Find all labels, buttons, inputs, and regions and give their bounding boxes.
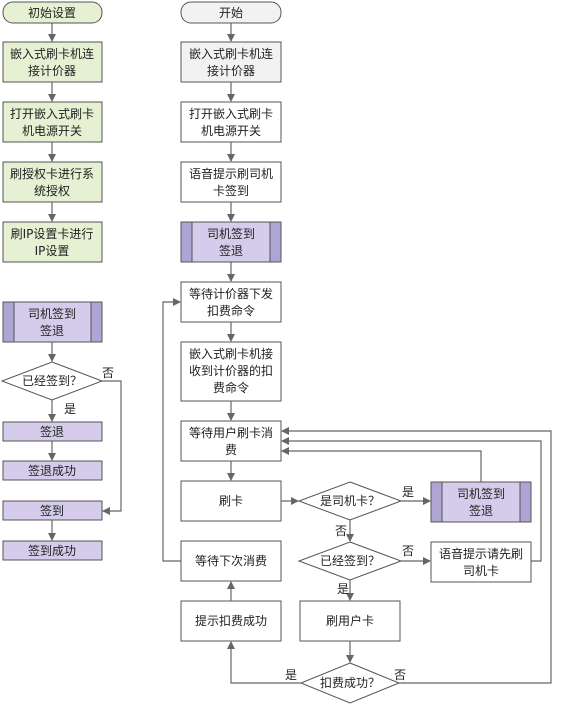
main-step-7-box (180, 420, 282, 462)
edge-deduct-no (281, 427, 552, 684)
main-wait-next-label: 等待下次消费 (195, 554, 267, 568)
main-step-6-box (180, 341, 282, 402)
main-step-2-line1: 打开嵌入式刷卡 (189, 107, 273, 121)
main-start-label: 开始 (219, 6, 243, 20)
driver-sign-bar-left (430, 481, 443, 523)
swipe-user-box (299, 600, 401, 642)
signed-in-label: 已经签到？ (320, 553, 380, 568)
edge-deduct-yes (227, 641, 301, 684)
voice-driver-line2: 司机卡 (463, 564, 499, 578)
main-step-7-line1: 等待用户刷卡消 (189, 425, 273, 440)
main-step-5-box (180, 281, 282, 323)
left-step-1-line2: 接计价器 (28, 63, 76, 78)
edge-driversign-to-wait (281, 447, 482, 482)
main-step-3-box (180, 161, 282, 203)
deduct-yes-label: 是 (285, 668, 297, 682)
main-step-4-bar-right (269, 221, 282, 263)
main-step-2-line2: 机电源开关 (201, 124, 261, 138)
main-wait-next-box (180, 540, 282, 582)
driver-sign-line2: 签退 (469, 503, 493, 518)
left-step-2-line1: 打开嵌入式刷卡 (10, 107, 94, 121)
left-setup-flow: 初始设置 嵌入式刷卡机连 接计价器 打开嵌入式刷卡 机电源开关 刷授权卡进行系 … (2, 1, 103, 263)
left-sub-signout-ok-label: 签退成功 (28, 463, 76, 478)
main-step-5-line2: 扣费命令 (207, 303, 255, 318)
driver-sign-bar-right (519, 481, 532, 523)
main-step-2-box (180, 101, 282, 143)
voice-driver-line1: 语音提示请先刷 (439, 546, 523, 561)
left-sub-decision-label: 已经签到？ (22, 373, 82, 388)
main-step-1-line1: 嵌入式刷卡机连 (189, 46, 273, 61)
left-start-label: 初始设置 (28, 6, 76, 20)
left-sub-title-bar-right (90, 301, 103, 343)
signedin-yes-label: 是 (337, 582, 349, 596)
main-step-4-box (180, 221, 282, 263)
main-success-tip-label: 提示扣费成功 (195, 613, 267, 628)
main-step-6-line2: 收到计价器的扣 (189, 363, 273, 378)
isdriver-no-label: 否 (335, 524, 347, 538)
main-step-4-line2: 签退 (219, 243, 243, 258)
left-driver-subprocess: 司机签到 签退 已经签到？ 签退 签退成功 签到 签到成功 是 否 (0, 301, 122, 561)
main-step-4-line1: 司机签到 (207, 226, 255, 241)
deduct-ok-label: 扣费成功？ (320, 676, 380, 690)
left-step-4-box (2, 221, 103, 263)
left-step-1-box (2, 41, 103, 83)
left-sub-no-label: 否 (102, 366, 114, 380)
left-step-2-line2: 机电源开关 (22, 124, 82, 138)
main-flow: 开始 嵌入式刷卡机连 接计价器 打开嵌入式刷卡 机电源开关 语音提示刷司机 卡签… (162, 1, 552, 704)
driver-sign-line1: 司机签到 (457, 486, 505, 501)
left-sub-signin-label: 签到 (40, 503, 64, 518)
isdriver-yes-label: 是 (402, 485, 414, 499)
left-step-3-line2: 统授权 (34, 183, 70, 198)
main-swipe-label: 刷卡 (219, 494, 243, 508)
left-sub-title-bar-left (2, 301, 15, 343)
main-step-3-line1: 语音提示刷司机 (189, 166, 273, 181)
left-sub-title-line1: 司机签到 (28, 306, 76, 321)
edge-waitnext-loop (162, 298, 181, 562)
main-step-7-line2: 费 (225, 443, 237, 457)
left-step-4-line2: IP设置 (35, 244, 70, 258)
left-sub-title-box (2, 301, 103, 343)
left-sub-yes-label: 是 (64, 402, 76, 416)
left-sub-signout-label: 签退 (40, 424, 64, 439)
edge-voice-to-wait (281, 437, 542, 562)
driver-sign-box (430, 481, 532, 523)
main-step-1-box (180, 41, 282, 83)
main-step-4-bar-left (180, 221, 193, 263)
left-step-1-line1: 嵌入式刷卡机连 (10, 46, 94, 61)
left-sub-signin-ok-box (2, 540, 103, 561)
main-step-6-line1: 嵌入式刷卡机接 (189, 346, 273, 361)
signedin-no-label: 否 (402, 544, 414, 558)
main-step-1-line2: 接计价器 (207, 63, 255, 78)
deduct-ok-diamond (299, 662, 401, 704)
left-sub-edge-no (102, 380, 122, 515)
main-step-3-line2: 卡签到 (213, 183, 249, 198)
left-step-3-box (2, 161, 103, 203)
left-step-3-line1: 刷授权卡进行系 (10, 166, 94, 181)
voice-driver-box (430, 541, 532, 583)
swipe-user-label: 刷用户卡 (326, 613, 374, 628)
main-step-5-line1: 等待计价器下发 (189, 286, 273, 301)
left-sub-signin-ok-label: 签到成功 (28, 543, 76, 558)
left-sub-title-line2: 签退 (40, 323, 64, 338)
left-step-4-line1: 刷IP设置卡进行 (11, 227, 94, 241)
left-step-2-box (2, 101, 103, 143)
left-sub-signout-ok-box (2, 460, 103, 481)
is-driver-label: 是司机卡？ (320, 494, 380, 508)
main-step-6-line3: 费命令 (213, 380, 249, 395)
deduct-no-label: 否 (394, 668, 406, 682)
